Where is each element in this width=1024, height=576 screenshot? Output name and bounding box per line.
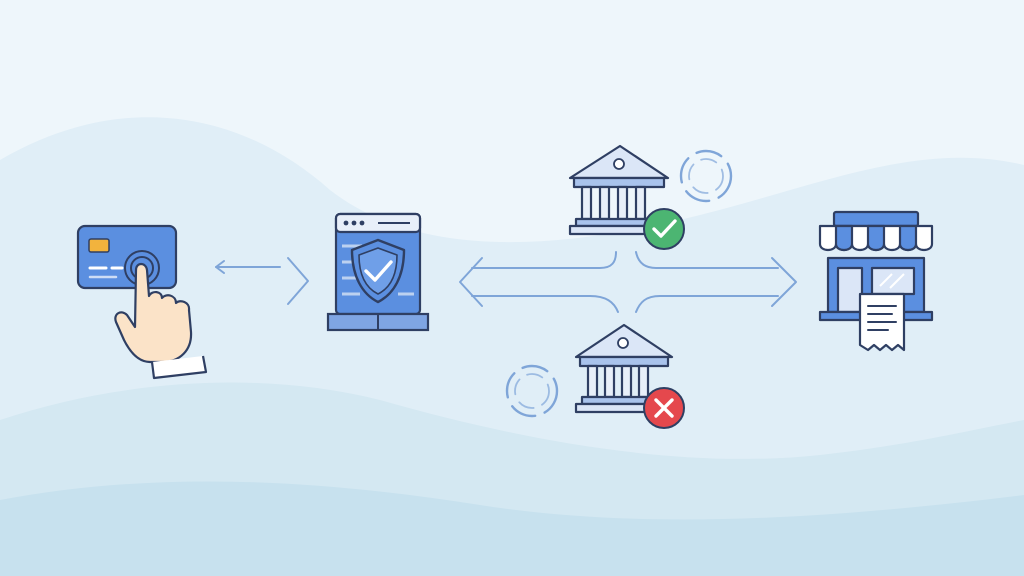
storefront-receipt-icon xyxy=(818,210,934,352)
bank-declined xyxy=(505,323,685,429)
arrow-banks-merchant xyxy=(635,251,797,313)
store-awning xyxy=(818,224,934,252)
check-icon xyxy=(643,208,685,250)
shield-check-icon xyxy=(364,260,393,282)
loading-spinner-icon xyxy=(679,149,733,203)
arrow-card-gateway xyxy=(215,257,309,305)
store-sign xyxy=(832,210,920,228)
store-door xyxy=(836,266,864,314)
store-window xyxy=(870,266,916,296)
card-chip xyxy=(88,238,110,253)
arrow-gateway-banks xyxy=(459,251,619,313)
bank-icon xyxy=(574,323,674,414)
secure-server-shield-icon xyxy=(326,212,430,332)
background-wave-front xyxy=(0,481,1024,576)
hand-icon xyxy=(114,262,193,364)
credit-card-tap-icon xyxy=(76,224,208,380)
bank-approved xyxy=(568,144,733,250)
loading-spinner-icon xyxy=(505,364,559,418)
